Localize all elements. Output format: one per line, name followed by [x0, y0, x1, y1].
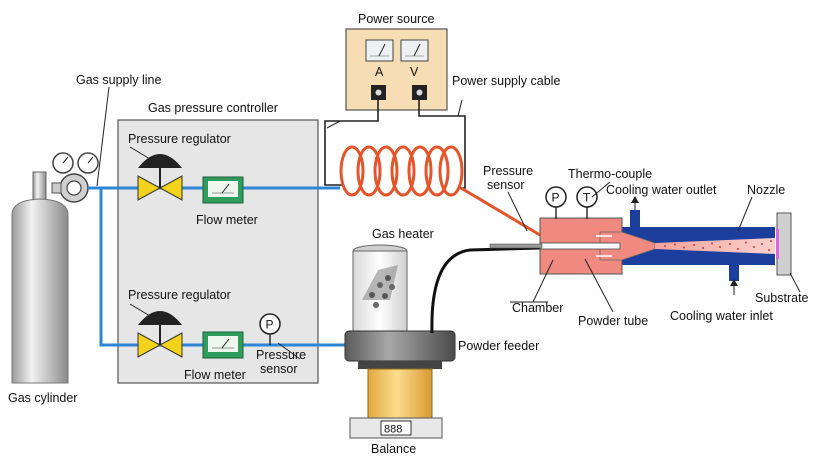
nozzle-jet: [655, 238, 775, 254]
spray-gun: [489, 210, 775, 281]
label-powder-feeder: Powder feeder: [458, 339, 539, 353]
label-pressure-sensor-1: Pressure: [483, 164, 533, 178]
voltmeter: [400, 39, 429, 62]
power-source-box: [345, 28, 448, 111]
label-power-source: Power source: [358, 12, 434, 26]
label-chamber: Chamber: [512, 301, 563, 315]
pressure-gauge-bottom-letter: P: [266, 318, 274, 332]
label-flow-meter-bottom: Flow meter: [184, 368, 246, 382]
ammeter-letter: A: [375, 65, 384, 79]
label-flow-meter-top: Flow meter: [196, 213, 258, 227]
pressure-regulator-top: [137, 154, 183, 201]
label-powder-tube: Powder tube: [578, 314, 648, 328]
heater-to-chamber-line: [460, 186, 541, 237]
chamber-pressure-gauge: [545, 186, 567, 219]
label-substrate: Substrate: [755, 291, 809, 305]
thermocouple-gauge: [576, 186, 598, 219]
label-pressure-regulator-top: Pressure regulator: [128, 132, 231, 146]
label-nozzle: Nozzle: [747, 183, 785, 197]
flow-meter-bottom: [202, 331, 244, 359]
balance-display: 888: [384, 424, 402, 436]
label-balance: Balance: [371, 442, 416, 456]
label-gas-heater: Gas heater: [372, 227, 434, 241]
thermocouple-letter: T: [583, 191, 591, 205]
balance: [349, 368, 443, 439]
cooling-water-inlet-arrow: [730, 279, 738, 295]
label-thermo-couple: Thermo-couple: [568, 167, 652, 181]
pressure-regulator-bottom: [137, 311, 183, 358]
powder-feeder: [344, 244, 456, 369]
label-cooling-water-inlet: Cooling water inlet: [670, 309, 773, 323]
gas-supply-leader: [96, 86, 110, 187]
label-power-supply-cable: Power supply cable: [452, 74, 560, 88]
cylinder-regulator: [51, 152, 99, 203]
power-cable-left: [324, 100, 379, 186]
label-gas-supply-line: Gas supply line: [76, 73, 162, 87]
label-pressure-sensor-bottom-1: Pressure: [256, 348, 306, 362]
substrate: [776, 212, 792, 276]
gas-cylinder: [11, 171, 69, 384]
label-gas-pressure-controller: Gas pressure controller: [148, 101, 278, 115]
pressure-gauge-bottom: [259, 313, 281, 345]
label-pressure-sensor-bottom-2: sensor: [260, 362, 298, 376]
flow-meter-top: [202, 176, 244, 204]
powder-tube: [539, 242, 621, 250]
particle-stream: [664, 240, 772, 251]
chamber-pressure-letter: P: [552, 191, 560, 205]
leader-lines: [277, 120, 801, 360]
gas-heater-coil: [339, 145, 464, 197]
powder-feed-hose: [430, 246, 541, 334]
label-pressure-regulator-bottom: Pressure regulator: [128, 288, 231, 302]
cooling-water-outlet-arrow: [631, 196, 639, 210]
ammeter: [365, 39, 394, 62]
label-gas-cylinder: Gas cylinder: [8, 391, 77, 405]
voltmeter-letter: V: [410, 65, 419, 79]
label-pressure-sensor-2: sensor: [487, 178, 525, 192]
label-cooling-water-outlet: Cooling water outlet: [606, 183, 717, 197]
